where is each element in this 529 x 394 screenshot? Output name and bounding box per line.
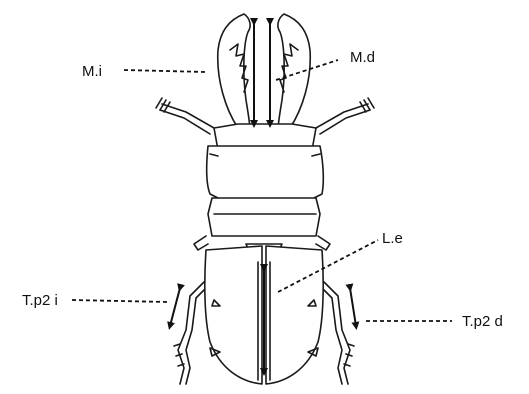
label-elytra-length: L.e	[382, 230, 403, 247]
label-mandible-left: M.i	[82, 63, 102, 80]
mesothorax	[208, 198, 320, 236]
leader-tibia-left	[72, 300, 168, 302]
tibia-right-arrow	[350, 288, 356, 326]
pronotum	[207, 146, 324, 200]
label-mandible-right: M.d	[350, 49, 375, 66]
leader-mandible-left	[124, 70, 206, 72]
left-middle-leg	[174, 236, 208, 384]
left-mandible	[218, 14, 250, 130]
right-antenna	[316, 98, 374, 134]
right-mandible	[278, 14, 310, 130]
tibia-left-arrow	[170, 288, 180, 326]
left-antenna	[156, 98, 214, 134]
label-tibia-left: T.p2 i	[22, 292, 58, 309]
label-tibia-right: T.p2 d	[462, 313, 503, 330]
